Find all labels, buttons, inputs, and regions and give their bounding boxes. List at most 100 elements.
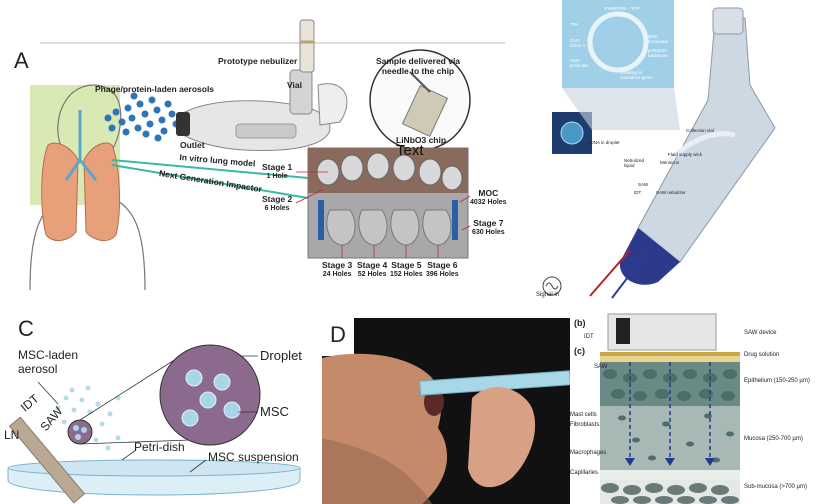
- panel-a: A: [0, 0, 520, 300]
- collection-vial-cap: [712, 7, 744, 35]
- label-cmv-intron: CMV intron A: [570, 38, 586, 48]
- label-collection-vial: Collection vial: [686, 128, 714, 133]
- label-pdna: pDNA in droplet: [588, 140, 620, 145]
- label-stage-2: Stage 2 6 Holes: [262, 194, 292, 214]
- stage-4-holes: 52 Holes: [357, 271, 387, 278]
- panel-letter-c: C: [18, 316, 34, 341]
- stage-2-title: Stage 2: [262, 194, 293, 204]
- nebulizer-vent: [289, 69, 313, 115]
- label-msc-aerosol: MSC-laden aerosol: [18, 348, 79, 376]
- device-body: [637, 17, 776, 263]
- panel-e-artwork: [600, 313, 740, 504]
- label-stage-5: Stage 5 152 Holes: [390, 260, 423, 280]
- moc-title: MOC: [478, 188, 499, 198]
- label-ln: LN: [4, 428, 20, 442]
- fluid-wick: [668, 131, 736, 162]
- label-msc-suspension: MSC suspension: [208, 450, 299, 464]
- label-fluid-wick: Fluid supply wick: [668, 152, 703, 157]
- moc-holes: 4032 Holes: [470, 199, 507, 206]
- label-stage-4: Stage 4 52 Holes: [357, 260, 387, 280]
- device-base: [619, 228, 680, 285]
- label-saw-device: SAW device: [744, 330, 777, 336]
- linbo3-chip: [401, 84, 449, 138]
- panel-d-artwork: [322, 353, 570, 504]
- trachea: [64, 110, 98, 181]
- panel-d-label-box: [322, 318, 354, 356]
- label-stage-7: Stage 7 630 Holes: [472, 218, 505, 238]
- label-saw: SAW: [638, 182, 649, 187]
- stage-3-holes: 24 Holes: [322, 271, 352, 278]
- panel-letter-a: A: [14, 48, 29, 73]
- label-idt: IDT: [634, 190, 642, 195]
- vial: [299, 19, 315, 73]
- label-pvr: pVR1020 backbone: [648, 48, 668, 58]
- label-msc: MSC: [260, 404, 289, 419]
- label-outlet: Outlet: [180, 140, 205, 150]
- label-plasmid: PvMSP4/5 + YFP or HA: [604, 6, 640, 16]
- label-moc: MOC 4032 Holes: [470, 188, 507, 208]
- stage-6-title: Stage 6: [427, 260, 458, 270]
- right-lung: [83, 142, 120, 242]
- panel-b-artwork: [542, 0, 776, 299]
- label-stage-3: Stage 3 24 Holes: [322, 260, 352, 280]
- panel-letter-d: D: [330, 322, 346, 347]
- stage-6-holes: 396 Holes: [426, 271, 459, 278]
- stage-5-holes: 152 Holes: [390, 271, 423, 278]
- label-drug-solution: Drug solution: [744, 352, 780, 358]
- label-text-artifact: Text: [396, 142, 424, 159]
- label-signal-in: Signal in: [536, 292, 560, 298]
- hand: [468, 387, 536, 488]
- idt-bar: [600, 352, 740, 356]
- label-epithelium: Epithelium (150-250 µm): [744, 378, 810, 384]
- panel-c-artwork: [7, 344, 301, 504]
- label-stage-6: Stage 6 396 Holes: [426, 260, 459, 280]
- label-c: (c): [574, 346, 585, 356]
- label-prototype-nebulizer: Prototype nebulizer: [218, 56, 298, 66]
- label-nebulized: Nebulized liquid: [624, 158, 645, 168]
- label-idt: IDT: [584, 334, 594, 340]
- nebulizer-outlet: [176, 112, 190, 136]
- drug-solution: [600, 356, 740, 362]
- label-sample-delivered: Sample delivered via needle to the chip: [375, 56, 461, 76]
- stage-3-title: Stage 3: [322, 260, 353, 270]
- nebulizer-grip: [235, 123, 297, 139]
- label-saw: SAW: [594, 364, 608, 370]
- panel-b: B PvMSP4/5 + YFP or HA TPA CMV intron A …: [520, 0, 817, 300]
- panel-c: C M: [0, 300, 318, 504]
- stage-1-holes: 1 Hole: [266, 173, 288, 180]
- stage-7-holes: 630 Holes: [472, 229, 505, 236]
- label-macrophages: Macrophages: [570, 450, 607, 456]
- label-petri-dish: Petri-dish: [134, 440, 185, 454]
- left-lung: [41, 142, 79, 242]
- label-aerosols: Phage/protein-laden aerosols: [95, 84, 215, 94]
- label-bgh: BGH terminator: [648, 34, 669, 44]
- capillaries: [600, 470, 740, 480]
- stage-1-title: Stage 1: [262, 162, 293, 172]
- label-droplet: Droplet: [260, 348, 302, 363]
- label-mast-cells: Mast cells: [570, 412, 597, 418]
- label-saw-nebulizer: SAW nebulizer: [656, 190, 686, 195]
- label-stage-1: Stage 1 1 Hole: [262, 162, 292, 182]
- stage-4-title: Stage 4: [357, 260, 388, 270]
- small-droplet: [67, 419, 93, 445]
- label-capillaries: Capillaries: [570, 470, 599, 476]
- aerosol-cloud: [104, 92, 180, 142]
- wire-red: [589, 249, 631, 297]
- stage-5-title: Stage 5: [391, 260, 422, 270]
- stage-2-holes: 6 Holes: [264, 205, 290, 212]
- label-vial: Vial: [287, 80, 302, 90]
- nebulizer-mouth: [317, 83, 348, 126]
- panel-a-artwork: [29, 19, 505, 291]
- ln-substrate: [8, 416, 86, 504]
- label-linbo3-chip: LiNbO3 chip: [396, 135, 447, 145]
- label-b: (b): [574, 318, 586, 328]
- panel-d: D: [322, 318, 570, 504]
- stage-7-title: Stage 7: [473, 218, 504, 228]
- label-mucosa: Mucosa (250-700 µm): [744, 436, 803, 442]
- label-fibroblasts: Fibroblasts: [570, 422, 600, 428]
- label-tpa: TPA: [570, 22, 579, 27]
- label-meniscus: Meniscus: [660, 160, 680, 165]
- label-sub-mucosa: Sub-mucosa (>700 µm): [744, 484, 807, 490]
- wire-blue: [611, 255, 645, 299]
- panel-e: (b) (c) IDT SAW device Drug solution SAW…: [570, 312, 817, 504]
